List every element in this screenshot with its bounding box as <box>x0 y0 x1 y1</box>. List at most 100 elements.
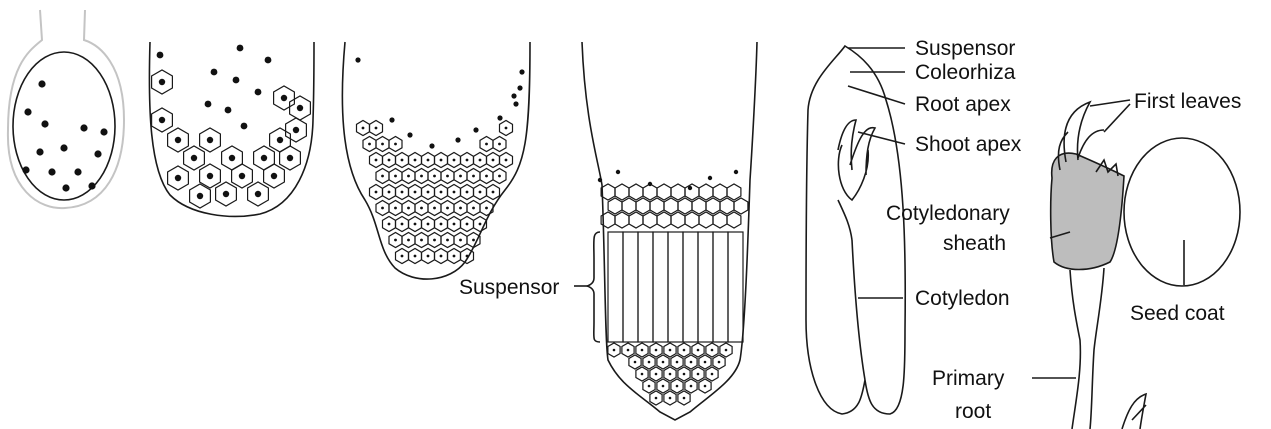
nucleus-dot <box>420 207 423 210</box>
cell-outline <box>664 198 678 214</box>
nucleus-dot <box>455 137 460 142</box>
nucleus-dot <box>24 108 31 115</box>
cotyledonary-sheath-label-line1: Cotyledonary <box>886 202 1010 225</box>
stage-1-proembryo <box>8 10 124 208</box>
nucleus-dot <box>459 175 462 178</box>
cell-outline <box>692 198 706 214</box>
nucleus-dot <box>62 184 69 191</box>
nucleus-dot <box>711 349 714 352</box>
nucleus-dot <box>414 159 417 162</box>
nucleus-dot <box>479 223 482 226</box>
suspensor-column-cell <box>638 232 653 342</box>
primary-root-shape <box>1070 268 1104 429</box>
nucleus-dot <box>205 101 212 108</box>
cotyledon-inner-line <box>852 240 865 380</box>
embryo-axis <box>838 200 852 240</box>
nucleus-dot <box>420 239 423 242</box>
nucleus-dot <box>261 155 267 161</box>
nucleus-dot <box>655 397 658 400</box>
stage-4-cells <box>598 170 748 405</box>
nucleus-dot <box>433 239 436 242</box>
nucleus-dot <box>22 166 29 173</box>
stage-1-nuclei <box>22 80 107 191</box>
nucleus-dot <box>627 349 630 352</box>
nucleus-dot <box>394 207 397 210</box>
suspensor-column-cell <box>623 232 638 342</box>
nucleus-dot <box>381 207 384 210</box>
nucleus-dot <box>669 373 672 376</box>
nucleus-dot <box>407 207 410 210</box>
nucleus-dot <box>375 191 378 194</box>
seed-coat-shape <box>1124 138 1240 286</box>
nucleus-dot <box>446 207 449 210</box>
nucleus-dot <box>207 137 213 143</box>
nucleus-dot <box>453 255 456 258</box>
cell-outline <box>615 184 629 200</box>
nucleus-dot <box>394 143 397 146</box>
shoot-apex-leader <box>858 132 905 144</box>
cell-outline <box>713 212 727 228</box>
stage-2-embryo <box>149 42 314 216</box>
nucleus-dot <box>466 191 469 194</box>
nucleus-dot <box>94 150 101 157</box>
nucleus-dot <box>207 173 213 179</box>
cell-outline <box>636 198 650 214</box>
stage-2-outline <box>149 42 314 216</box>
nucleus-dot <box>225 107 232 114</box>
nucleus-dot <box>255 89 262 96</box>
nucleus-dot <box>718 361 721 364</box>
cotyledonary-sheath-label-line2: sheath <box>943 232 1006 255</box>
stage-2-nuclei <box>157 45 304 200</box>
cell-outline <box>734 198 748 214</box>
nucleus-dot <box>641 373 644 376</box>
nucleus-dot <box>368 143 371 146</box>
nucleus-dot <box>175 175 181 181</box>
nucleus-dot <box>453 159 456 162</box>
nucleus-dot <box>407 239 410 242</box>
stage-4-embryo: Suspensor <box>459 42 757 420</box>
nucleus-dot <box>271 173 277 179</box>
cell-outline <box>706 198 720 214</box>
nucleus-dot <box>100 128 107 135</box>
nucleus-dot <box>401 255 404 258</box>
nucleus-dot <box>229 155 235 161</box>
nucleus-dot <box>375 159 378 162</box>
nucleus-dot <box>697 373 700 376</box>
nucleus-dot <box>277 137 283 143</box>
nucleus-dot <box>281 95 287 101</box>
nucleus-dot <box>505 159 508 162</box>
cell-outline <box>657 184 671 200</box>
root-apex-label: Root apex <box>915 93 1011 116</box>
nucleus-dot <box>401 223 404 226</box>
nucleus-dot <box>211 69 218 76</box>
nucleus-dot <box>676 385 679 388</box>
nucleus-dot <box>41 120 48 127</box>
nucleus-dot <box>381 175 384 178</box>
nucleus-dot <box>287 155 293 161</box>
stage-3-cells <box>357 121 513 264</box>
nucleus-dot <box>60 144 67 151</box>
nucleus-dot <box>485 175 488 178</box>
nucleus-dot <box>472 175 475 178</box>
suspensor-brace <box>586 232 600 342</box>
stage-1-outer-wall <box>8 10 124 208</box>
nucleus-dot <box>175 137 181 143</box>
first-leaves-label: First leaves <box>1134 90 1241 113</box>
nucleus-dot <box>159 117 165 123</box>
nucleus-dot <box>498 143 501 146</box>
nucleus-dot <box>473 127 478 132</box>
cell-outline <box>727 184 741 200</box>
nucleus-dot <box>655 373 658 376</box>
nucleus-dot <box>479 159 482 162</box>
nucleus-dot <box>498 175 501 178</box>
nucleus-dot <box>683 373 686 376</box>
suspensor-label: Suspensor <box>459 276 559 299</box>
nucleus-dot <box>690 361 693 364</box>
cell-outline <box>622 198 636 214</box>
nucleus-dot <box>655 349 658 352</box>
nucleus-dot <box>690 385 693 388</box>
nucleus-dot <box>669 397 672 400</box>
stage-3-outline <box>342 42 530 279</box>
nucleus-dot <box>414 255 417 258</box>
